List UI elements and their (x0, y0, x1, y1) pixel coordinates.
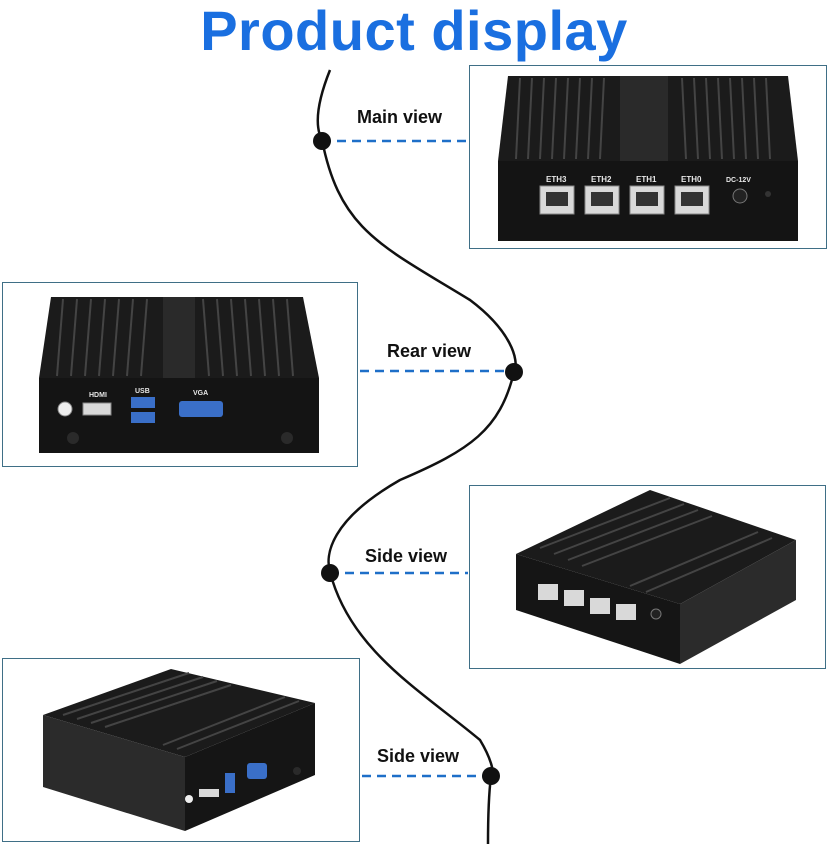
device-image-side-2 (43, 669, 315, 831)
node-side-1 (321, 564, 339, 582)
label-main-view: Main view (357, 107, 443, 127)
node-side-2 (482, 767, 500, 785)
panel-main-view: ETH3 ETH2 ETH1 ETH0 DC-12V (469, 65, 827, 249)
device-image-side-1 (516, 490, 796, 664)
port-label-eth2: ETH2 (591, 175, 612, 184)
port-label-hdmi: HDMI (89, 392, 107, 399)
label-side-view-1: Side view (365, 546, 448, 566)
device-image-rear: HDMI USB VGA (39, 297, 319, 453)
panel-side-view-2 (2, 658, 360, 842)
port-label-dc: DC-12V (726, 177, 751, 184)
label-side-view-2: Side view (377, 746, 460, 766)
port-label-eth3: ETH3 (546, 175, 567, 184)
node-main (313, 132, 331, 150)
port-label-vga: VGA (193, 390, 208, 397)
port-label-eth1: ETH1 (636, 175, 657, 184)
port-label-eth0: ETH0 (681, 175, 702, 184)
page-title: Product display (200, 0, 628, 62)
device-image-main: ETH3 ETH2 ETH1 ETH0 DC-12V (498, 76, 798, 241)
port-label-usb: USB (135, 388, 150, 395)
panel-rear-view: HDMI USB VGA (2, 282, 358, 467)
node-rear (505, 363, 523, 381)
label-rear-view: Rear view (387, 341, 472, 361)
panel-side-view-1 (469, 485, 826, 669)
